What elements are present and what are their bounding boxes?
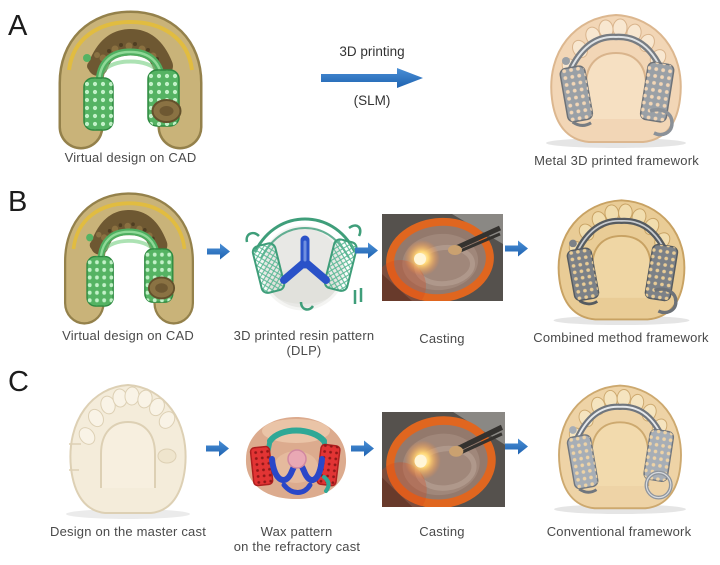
casting-photo (382, 214, 503, 301)
section-label-b: B (8, 186, 28, 218)
right-arrow-icon (206, 440, 229, 457)
cad-design-image (50, 190, 208, 326)
caption-metal-framework: Metal 3D printed framework (534, 153, 699, 168)
arrow-label-3d-printing: 3D printing (339, 44, 405, 59)
combined-method-framework-image (538, 189, 705, 326)
section-label-a: A (8, 10, 28, 42)
section-label-c: C (8, 366, 29, 398)
wax-pattern-image (236, 407, 356, 506)
casting-photo (382, 412, 505, 507)
arrow-label-slm: (SLM) (353, 93, 391, 108)
caption-conventional-framework: Conventional framework (546, 524, 692, 539)
caption-wax-pattern: Wax pattern (260, 524, 333, 539)
caption-resin-pattern: 3D printed resin pattern (233, 328, 375, 343)
right-arrow-icon (351, 440, 374, 457)
caption-virtual-design-a: Virtual design on CAD (64, 150, 197, 165)
metal-3d-printed-framework-image (530, 3, 702, 149)
right-arrow-icon (505, 438, 528, 455)
right-arrow-icon (207, 243, 230, 260)
right-arrow-icon (321, 67, 424, 89)
conventional-framework-image (539, 374, 701, 515)
caption-wax-pattern-line2: on the refractory cast (233, 539, 361, 554)
resin-pattern-image (237, 206, 374, 320)
cad-design-image (43, 8, 218, 151)
caption-virtual-design-b: Virtual design on CAD (62, 328, 194, 343)
right-arrow-icon (355, 242, 378, 259)
caption-casting-c: Casting (419, 524, 465, 539)
caption-casting-b: Casting (419, 331, 465, 346)
caption-resin-pattern-dlp: (DLP) (286, 343, 322, 358)
caption-master-cast: Design on the master cast (49, 524, 207, 539)
right-arrow-icon (505, 240, 528, 257)
caption-combined-framework: Combined method framework (533, 330, 709, 345)
master-cast-image (53, 372, 203, 520)
